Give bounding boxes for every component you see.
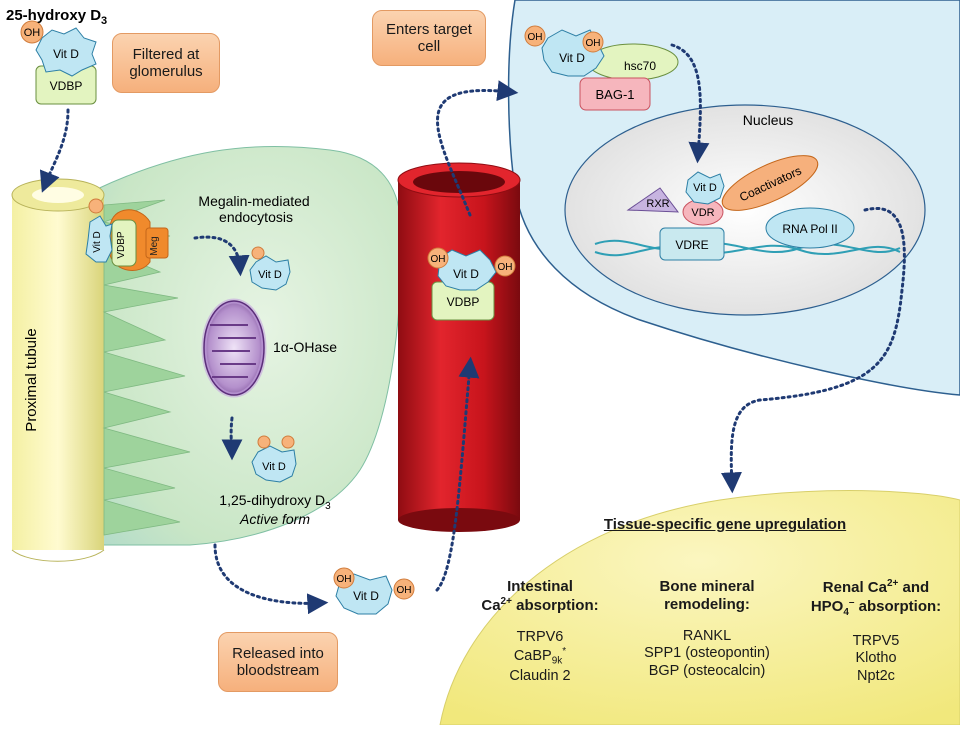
vdbp-label-tubule: VDBP [116, 231, 127, 259]
enters-target-text: Enters target cell [386, 20, 472, 55]
mitochondrion [201, 298, 267, 398]
vitd-hsc70-complex: hsc70 BAG-1 Vit D OH OH [524, 25, 679, 111]
svg-text:Vit D: Vit D [693, 182, 717, 194]
svg-text:Vit D: Vit D [453, 267, 479, 281]
vdr-transcription-complex: RXR VDR Vit D Coactivators RNA Pol II VD… [626, 155, 855, 261]
filtered-glomerulus-text: Filtered at glomerulus [129, 45, 203, 80]
arrow-to-bloodstream [213, 543, 329, 615]
svg-text:RXR: RXR [646, 198, 669, 210]
svg-text:VDRE: VDRE [675, 238, 708, 252]
gene-region [439, 490, 960, 726]
active-form-sublabel: Active form [239, 511, 310, 527]
arrow-to-active [221, 416, 243, 461]
arrow-to-target [436, 80, 519, 217]
bone-heading: Bone mineral remodeling: [659, 578, 755, 613]
pathway-arrows [39, 43, 906, 615]
enters-target-box: Enters target cell [372, 10, 486, 66]
nucleus-label: Nucleus [743, 112, 794, 128]
arrow-to-genes [720, 207, 906, 494]
bone-column: Bone mineral remodeling: RANKL SPP1 (ost… [622, 578, 792, 680]
renal-column: Renal Ca2+ and HPO4– absorption: TRPV5 K… [796, 578, 956, 685]
ohase-label: 1α-OHase [273, 339, 337, 355]
vitd-active: Vit D [251, 435, 297, 483]
arrow-to-nucleus [670, 43, 710, 164]
blood-vessel [397, 162, 521, 532]
svg-text:BAG-1: BAG-1 [595, 87, 634, 102]
precursor-label: 25-hydroxy D3 [6, 7, 107, 27]
released-bloodstream-box: Released into bloodstream [218, 632, 338, 692]
active-form-label: 1,25-dihydroxy D3 [219, 492, 331, 512]
arrow-endocytosis [193, 235, 250, 277]
vitd-vdbp-complex-top: VDBP Vit D OH [20, 20, 97, 105]
svg-text:hsc70: hsc70 [624, 59, 656, 73]
svg-text:OH: OH [431, 254, 446, 265]
svg-text:Vit D: Vit D [262, 461, 286, 473]
gene-title: Tissue-specific gene upregulation [603, 516, 847, 533]
released-bloodstream-text: Released into bloodstream [232, 644, 324, 679]
arrow-into-vessel [435, 356, 480, 592]
svg-text:VDBP: VDBP [447, 295, 480, 309]
intestinal-genes: TRPV6 CaBP9k* Claudin 2 [509, 629, 571, 685]
svg-text:OH: OH [337, 574, 352, 585]
megalin-label: Megalin-mediated endocytosis [198, 193, 313, 225]
bone-genes: RANKL SPP1 (osteopontin) BGP (osteocalci… [644, 628, 770, 679]
vitd-released: Vit D OH OH [333, 567, 415, 615]
vdbp-label-top: VDBP [50, 79, 83, 93]
vitd-label-tubule: Vit D [92, 231, 103, 253]
svg-text:OH: OH [586, 38, 601, 49]
svg-text:OH: OH [528, 32, 543, 43]
svg-text:OH: OH [498, 262, 513, 273]
megalin-complex: Meg VDBP Vit D [85, 198, 169, 271]
svg-text:RNA Pol II: RNA Pol II [782, 222, 837, 236]
meg-label: Meg [149, 236, 160, 255]
intestinal-heading: Intestinal Ca2+ absorption: [481, 578, 599, 614]
svg-text:VDR: VDR [691, 207, 714, 219]
filtered-glomerulus-box: Filtered at glomerulus [112, 33, 220, 93]
renal-genes: TRPV5 Klotho Npt2c [852, 633, 900, 684]
svg-text:Vit D: Vit D [258, 269, 282, 281]
renal-heading: Renal Ca2+ and HPO4– absorption: [810, 578, 942, 618]
svg-text:Vit D: Vit D [353, 589, 379, 603]
svg-text:OH: OH [397, 585, 412, 596]
intestinal-column: Intestinal Ca2+ absorption: TRPV6 CaBP9k… [466, 578, 614, 686]
svg-text:Vit D: Vit D [559, 51, 585, 65]
oh-label-top: OH [24, 27, 41, 39]
arrow-to-tubule [39, 108, 70, 193]
vitd-vdbp-vessel: VDBP Vit D OH OH [427, 247, 516, 321]
proximal-tubule-label: Proximal tubule [23, 328, 40, 431]
vitd-endocytosed: Vit D [249, 246, 291, 291]
vitd-label-top: Vit D [53, 47, 79, 61]
dna-helix [594, 239, 901, 257]
